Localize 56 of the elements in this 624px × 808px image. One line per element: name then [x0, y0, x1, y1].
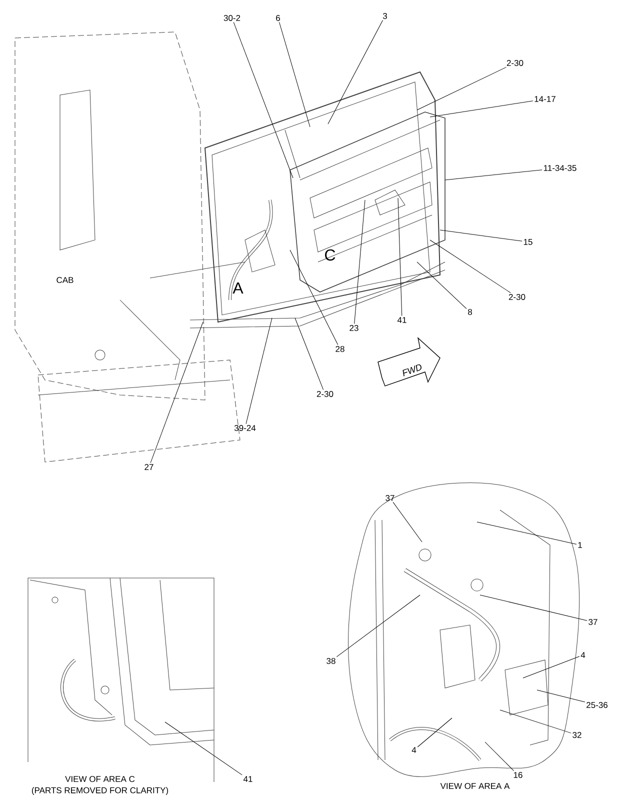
- leader-line: [500, 710, 572, 734]
- callout-number: 3: [382, 13, 387, 19]
- callout-number: 6: [276, 14, 280, 21]
- leader-line: [476, 522, 577, 544]
- leader-line: [150, 322, 204, 464]
- callout-number: 4: [412, 747, 416, 753]
- callout-number: 14-17: [534, 96, 556, 102]
- leader-line: [430, 100, 534, 118]
- callout-number: 11-34-35: [544, 165, 576, 171]
- callout-number: 41: [397, 317, 406, 323]
- callout-number: 41: [243, 776, 252, 782]
- leader-line: [279, 22, 310, 128]
- leader-line: [430, 240, 511, 294]
- view-caption: VIEW OF AREA A: [440, 783, 510, 789]
- callout-number: 2-30: [506, 60, 524, 66]
- area-letter: A: [232, 282, 244, 294]
- leader-line: [336, 594, 420, 658]
- callout-number: 23: [350, 325, 358, 331]
- callout-number: 2-30: [508, 294, 526, 300]
- callout-number: 2-30: [316, 391, 334, 397]
- area-letter: C: [325, 249, 336, 261]
- view-caption: CAB: [56, 277, 74, 283]
- leader-line: [354, 200, 366, 324]
- leader-line: [246, 318, 272, 424]
- leader-line: [444, 170, 542, 180]
- callout-number: 30-2: [224, 14, 240, 21]
- callout-number: 1: [578, 542, 582, 548]
- leader-line: [416, 262, 467, 309]
- callout-number: 15: [524, 239, 532, 245]
- leader-line: [328, 20, 384, 124]
- callout-number: 37: [588, 619, 598, 625]
- leader-line: [294, 318, 324, 390]
- callout-number: 39-24: [234, 425, 256, 431]
- view-caption: (PARTS REMOVED FOR CLARITY): [32, 787, 168, 795]
- callout-number: 8: [468, 309, 472, 315]
- leader-line: [398, 198, 402, 316]
- leader-line: [536, 690, 586, 702]
- view-caption: VIEW OF AREA C: [65, 776, 135, 782]
- callout-number: 37: [386, 495, 394, 501]
- callout-number: 32: [572, 732, 582, 738]
- leader-line: [484, 742, 514, 772]
- callout-number: 27: [144, 464, 154, 470]
- leader-line: [440, 230, 522, 242]
- leader-line: [416, 66, 506, 110]
- leader-line: [392, 502, 422, 542]
- leader-line: [233, 22, 294, 178]
- leader-line: [417, 718, 452, 748]
- leader-line: [480, 594, 588, 621]
- leader-line: [164, 722, 242, 776]
- callout-number: 4: [580, 652, 586, 658]
- callout-number: 25-36: [586, 702, 608, 708]
- leader-line: [290, 250, 338, 346]
- leader-line: [522, 656, 580, 678]
- callout-number: 28: [336, 346, 344, 352]
- callout-number: 16: [514, 772, 522, 778]
- callout-number: 38: [326, 658, 336, 664]
